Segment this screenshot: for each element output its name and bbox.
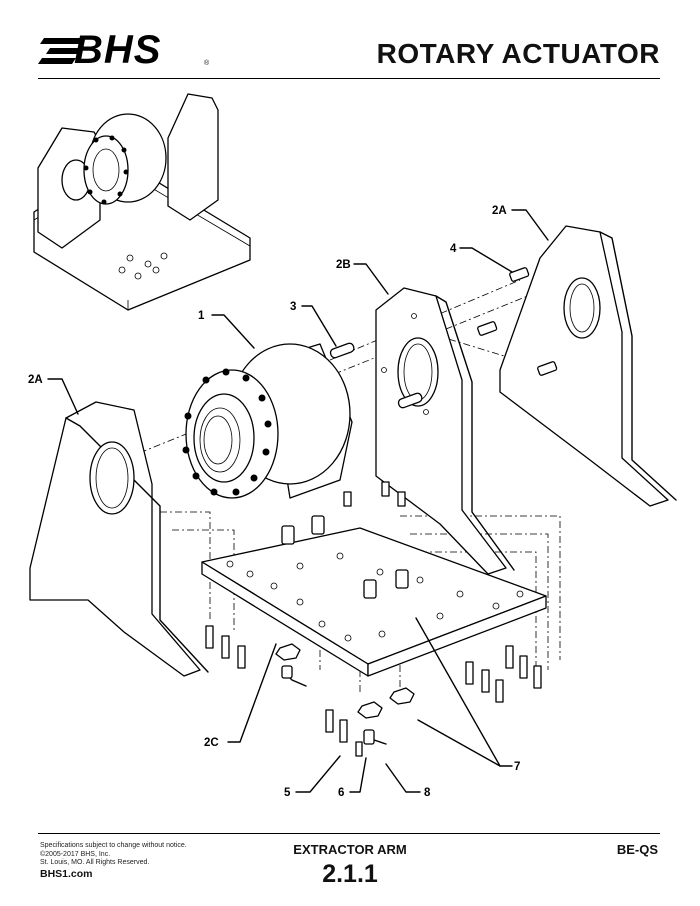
- bracket-2b: [375, 287, 515, 575]
- hex-nuts: [275, 643, 415, 719]
- page-title: ROTARY ACTUATOR: [376, 38, 660, 69]
- bracket-2a-right: [499, 225, 677, 507]
- section-title: EXTRACTOR ARM: [293, 842, 407, 857]
- leader-lines: [47, 209, 549, 793]
- callout-2b: 2B: [336, 259, 351, 271]
- footer-rule: [38, 833, 660, 834]
- bracket-2a-left: [29, 401, 209, 677]
- website-link[interactable]: BHS1.com: [40, 868, 93, 880]
- note-line: ©2005-2017 BHS, Inc.: [40, 850, 111, 858]
- copyright-notes: Specifications subject to change without…: [40, 842, 187, 868]
- header-rule: [38, 78, 660, 79]
- registered-mark: ®: [204, 60, 210, 67]
- note-line: Specifications subject to change without…: [40, 842, 187, 849]
- grease-fittings: [281, 665, 387, 757]
- rotary-actuator-body: [182, 343, 353, 499]
- plate-bolts: [205, 481, 542, 743]
- assembled-view-inset: [33, 93, 251, 311]
- callout-1: 1: [198, 310, 205, 322]
- speed-lines-icon: [38, 38, 84, 64]
- socket-cap-screws: [477, 267, 558, 376]
- plate-bosses: [281, 515, 409, 599]
- callout-3: 3: [290, 301, 296, 313]
- exploded-assembly-drawing: 1 2A 2A 2B 2C 3 4 5 6 8 7: [28, 93, 677, 799]
- dowel-pins: [329, 342, 423, 409]
- section-number: 2.1.1: [322, 860, 378, 888]
- base-plate: [201, 515, 547, 677]
- callout-7: 7: [514, 761, 520, 773]
- note-line: St. Louis, MO. All Rights Reserved.: [40, 859, 150, 867]
- document-code: BE-QS: [616, 842, 658, 857]
- callout-2a-left: 2A: [28, 374, 43, 386]
- callout-8: 8: [424, 787, 431, 799]
- logo-text: BHS: [74, 28, 162, 72]
- callout-4: 4: [450, 243, 457, 255]
- callout-2a-right: 2A: [492, 205, 507, 217]
- callout-5: 5: [284, 787, 291, 799]
- callout-2c: 2C: [204, 737, 219, 749]
- callout-6: 6: [338, 787, 344, 799]
